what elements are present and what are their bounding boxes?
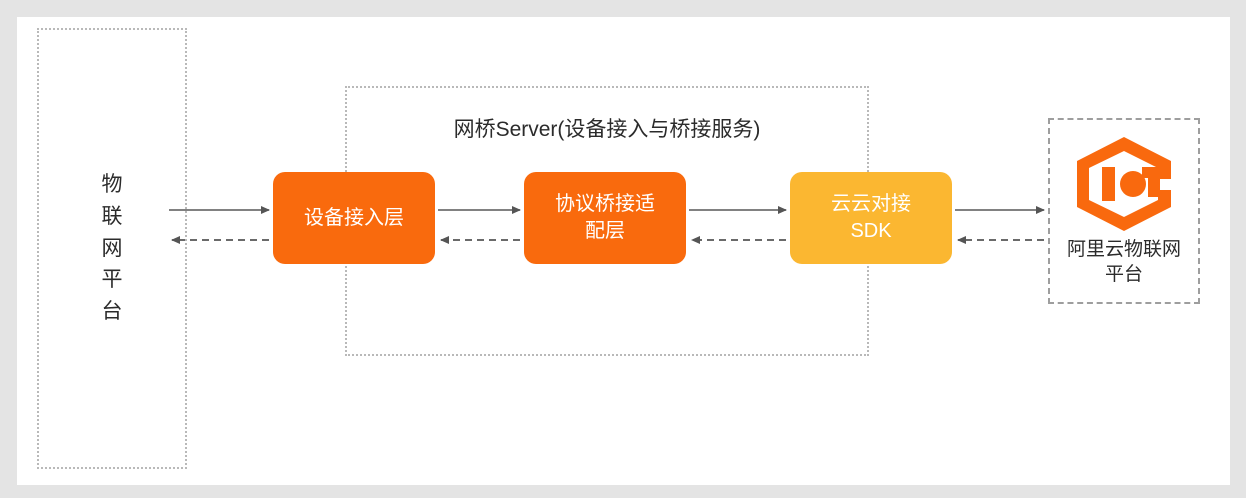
bridge-server-title: 网桥Server(设备接入与桥接服务) xyxy=(453,118,761,141)
diagram-canvas: 物 联 网 平 台 网桥Server(设备接入与桥接服务) 设备接入层 协议桥接… xyxy=(17,17,1230,485)
iot-platform-box: 物 联 网 平 台 xyxy=(37,28,187,469)
cloud-to-cloud-sdk-box[interactable]: 云云对接 SDK xyxy=(790,172,952,264)
aliyun-iot-platform-box: 阿里云物联网 平台 xyxy=(1048,118,1200,304)
iot-hexagon-logo-icon xyxy=(1077,137,1171,231)
device-access-layer-box[interactable]: 设备接入层 xyxy=(273,172,435,264)
iot-platform-label: 物 联 网 平 台 xyxy=(101,172,123,324)
aliyun-iot-platform-label: 阿里云物联网 平台 xyxy=(1066,239,1181,285)
protocol-bridge-adapter-layer-box[interactable]: 协议桥接适 配层 xyxy=(524,172,686,264)
